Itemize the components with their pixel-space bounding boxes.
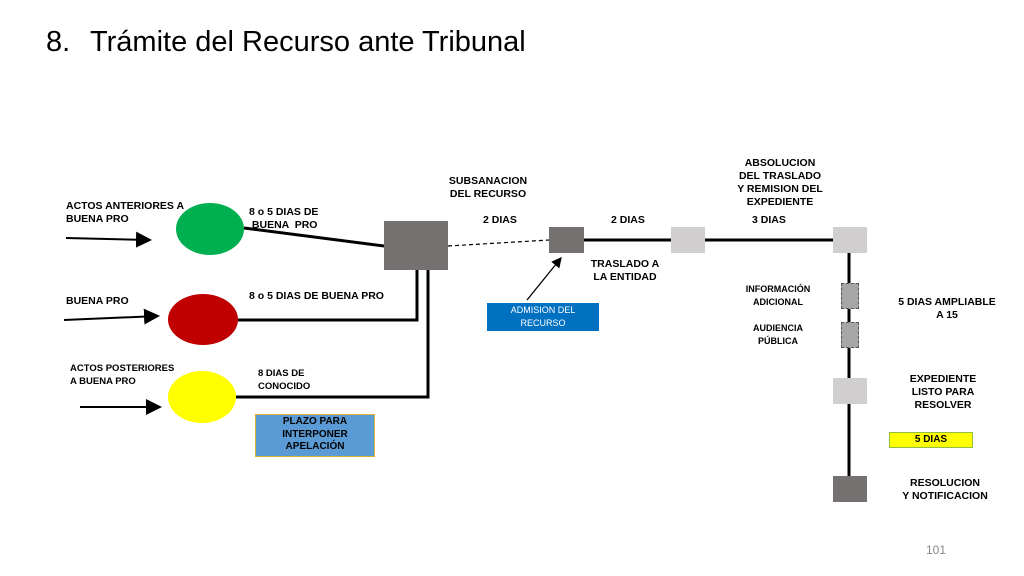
- dashed-to-subsanacion: [447, 239, 550, 247]
- slide-title-text: Trámite del Recurso ante Tribunal: [90, 26, 526, 58]
- cinco-dias-box: 5 DIAS: [889, 432, 973, 448]
- arrow-admision: [526, 256, 562, 301]
- red-light: [168, 294, 238, 345]
- label-audiencia: AUDIENCIA PÚBLICA: [752, 323, 803, 346]
- info-adicional-node: [841, 283, 859, 309]
- green-light: [176, 203, 244, 255]
- traslado-node: [671, 227, 705, 253]
- yellow-light: [168, 371, 236, 423]
- page-number: 101: [926, 543, 947, 557]
- absolucion-node: [833, 227, 867, 253]
- label-info-adicional: INFORMACIÓN ADICIONAL: [745, 284, 811, 307]
- label-subsanacion: SUBSANACION DEL RECURSO: [448, 175, 528, 200]
- label-traslado: TRASLADO A LA ENTIDAD: [590, 258, 660, 283]
- slide-title-number: 8.: [46, 26, 71, 58]
- audiencia-node: [841, 322, 859, 348]
- label-dias-3: 3 DIAS: [752, 214, 786, 226]
- label-plazo-buena-pro: 8 o 5 DIAS DE BUENA PRO: [249, 290, 384, 302]
- line-red-to-node: [238, 270, 419, 322]
- label-dias-1: 2 DIAS: [483, 214, 517, 226]
- label-actos-posteriores: ACTOS POSTERIORES A BUENA PRO: [70, 363, 175, 387]
- label-plazo-posteriores: 8 DIAS DE CONOCIDO: [258, 368, 311, 392]
- resolucion-node: [833, 476, 867, 502]
- plazo-apelacion-box: PLAZO PARA INTERPONER APELACIÓN: [255, 414, 375, 457]
- label-resolucion: RESOLUCION Y NOTIFICACION: [902, 477, 988, 502]
- label-plazo-anteriores: 8 o 5 DIAS DE BUENA PRO: [249, 206, 319, 231]
- interposicion-node: [384, 221, 448, 270]
- label-buena-pro: BUENA PRO: [66, 295, 129, 307]
- arrow-actos-anteriores: [65, 231, 152, 248]
- label-actos-anteriores: ACTOS ANTERIORES A BUENA PRO: [66, 200, 185, 225]
- label-dias-2: 2 DIAS: [611, 214, 645, 226]
- slide-title: 8. Trámite del Recurso ante Tribunal: [46, 26, 526, 59]
- label-absolucion: ABSOLUCION DEL TRASLADO Y REMISION DEL E…: [737, 157, 823, 208]
- subsanacion-node: [549, 227, 584, 253]
- arrow-buena-pro: [63, 308, 160, 325]
- line-yellow-to-node: [236, 270, 430, 399]
- admision-box: ADMISION DEL RECURSO: [487, 303, 599, 331]
- line-green-to-node: [243, 226, 385, 248]
- expediente-node: [833, 378, 867, 404]
- label-expediente: EXPEDIENTE LISTO PARA RESOLVER: [909, 373, 977, 411]
- label-ampliable: 5 DIAS AMPLIABLE A 15: [898, 296, 996, 321]
